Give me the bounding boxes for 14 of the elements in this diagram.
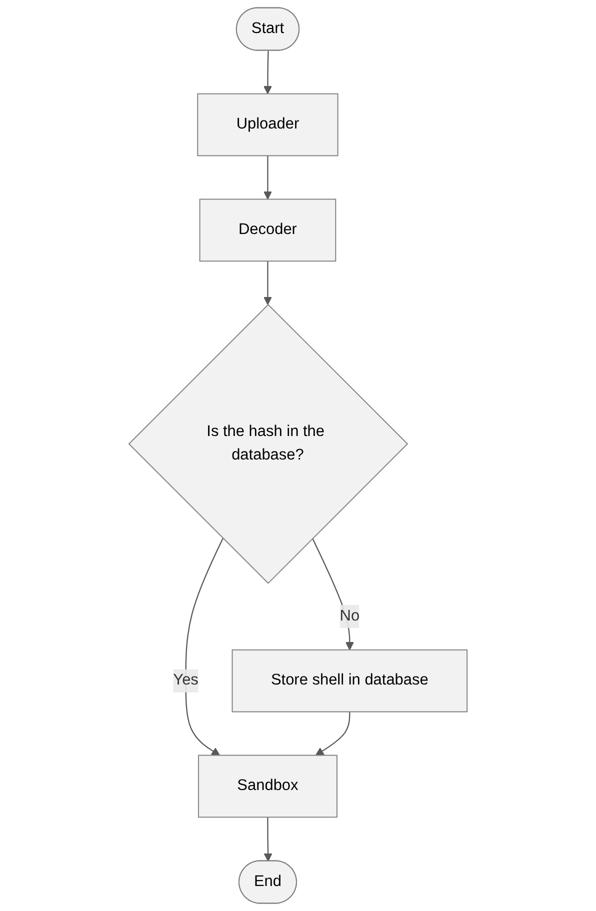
arrow [312,538,354,650]
node-box: Uploader [197,93,338,156]
edge-label: Yes [173,672,198,689]
arrow [263,156,272,200]
edge-label: No [340,608,360,624]
node-box: Sandbox [198,754,338,818]
arrow [263,261,272,306]
node-diamond: Is the hash in the database? [128,304,408,584]
arrow [185,538,224,756]
node-box: Store shell in database [232,649,468,712]
node-box: Decoder [199,198,336,262]
arrow [263,50,272,94]
arrow [264,817,272,862]
arrow [315,712,350,756]
